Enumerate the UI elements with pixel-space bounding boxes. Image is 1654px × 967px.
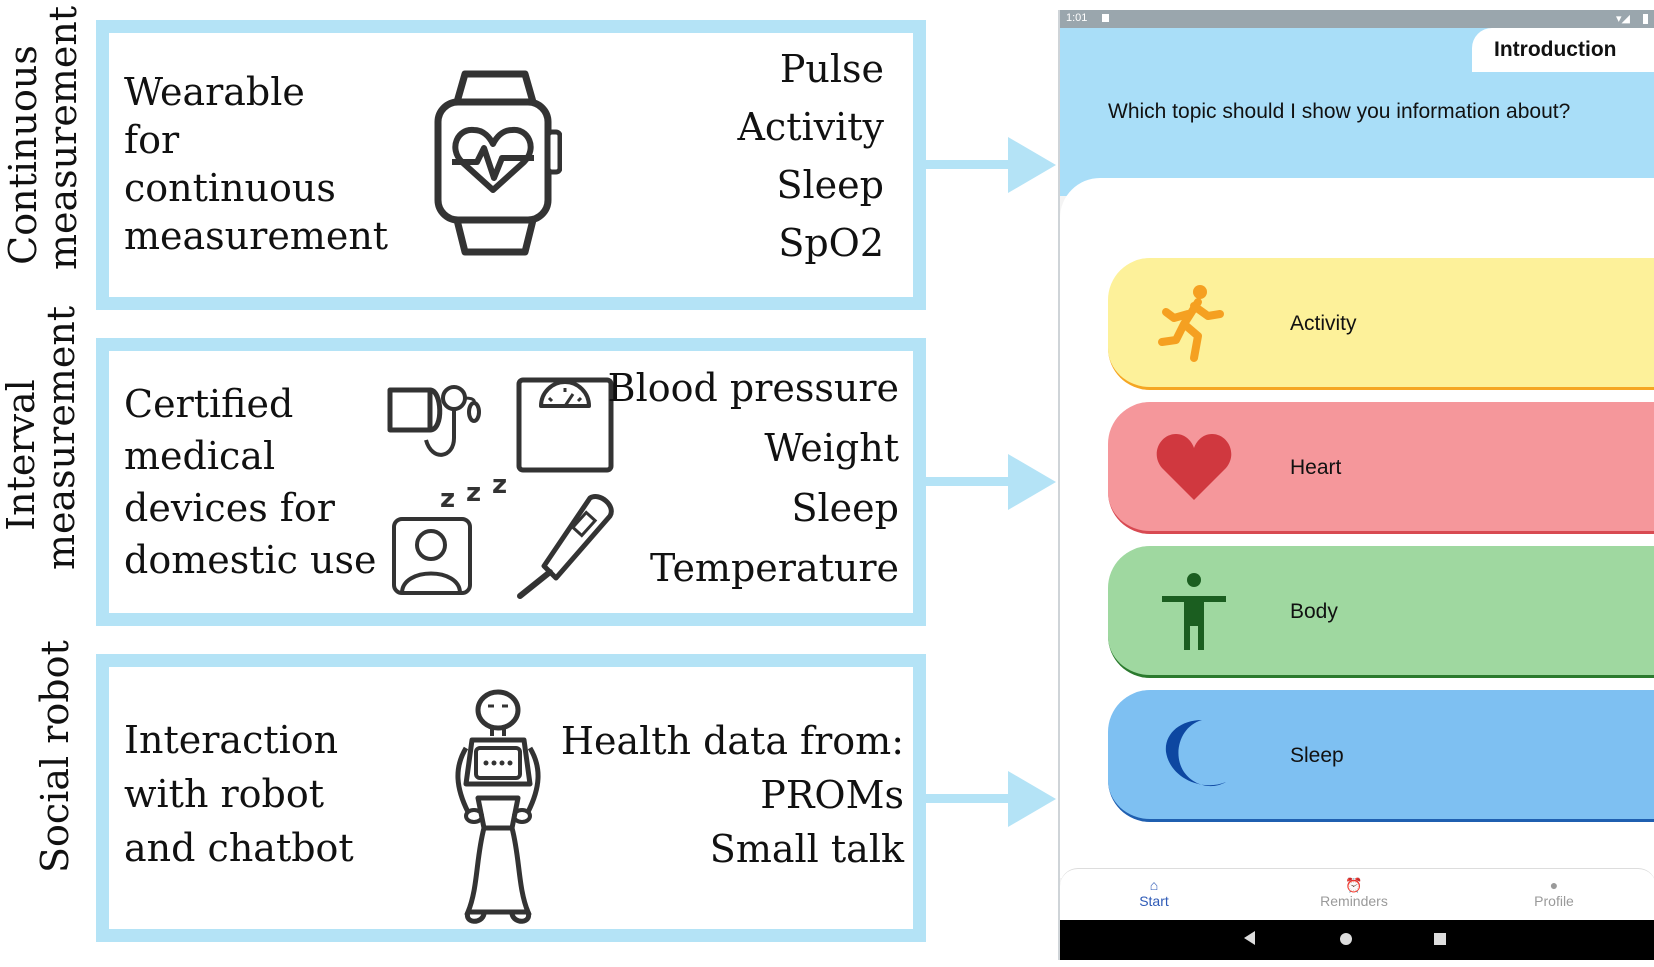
side-label-social: Social robot: [33, 640, 77, 873]
nav-label: Start: [1139, 893, 1169, 909]
svg-text:z: z: [492, 475, 507, 500]
card-body[interactable]: Body: [1108, 546, 1654, 678]
home-circle-icon[interactable]: [1340, 933, 1352, 945]
arrow-head-3: [1008, 771, 1056, 827]
text-line: medical: [124, 434, 276, 478]
person-icon: ●: [1549, 877, 1559, 893]
status-bar: 1:01 ▾◢: [1060, 10, 1654, 28]
text-line: continuous: [124, 166, 336, 210]
text-line: Activity: [737, 105, 884, 149]
text-line: domestic use: [124, 538, 377, 582]
side-label-line: Continuous: [1, 45, 45, 265]
text-line: Small talk: [709, 827, 904, 871]
text-line: Sleep: [791, 486, 900, 530]
battery-icon: [1643, 14, 1648, 24]
text-line: Blood pressure: [607, 366, 899, 410]
smartwatch-icon: [434, 70, 562, 256]
text-line: Wearable: [124, 70, 305, 114]
text-line: with robot: [124, 772, 325, 816]
card-label: Heart: [1290, 456, 1342, 479]
text-line: Weight: [764, 426, 899, 470]
box1-left-text: Wearable for continuous measurement: [124, 68, 388, 260]
card-sleep[interactable]: Sleep: [1108, 690, 1654, 822]
blood-pressure-monitor-icon: [387, 385, 481, 457]
svg-text:z: z: [466, 478, 481, 508]
text-line: Interaction: [124, 718, 339, 762]
svg-text:z: z: [440, 484, 455, 514]
back-icon[interactable]: [1244, 931, 1255, 945]
text-line: measurement: [124, 214, 389, 258]
arrow-shaft-1: [926, 160, 1010, 169]
status-time: 1:01: [1066, 12, 1088, 24]
tab-introduction[interactable]: Introduction: [1472, 28, 1654, 72]
running-person-icon: [1158, 285, 1224, 362]
text-line: Certified: [124, 382, 294, 426]
home-icon: ⌂: [1149, 877, 1159, 893]
arrow-head-2: [1008, 454, 1056, 510]
nav-label: Reminders: [1320, 893, 1388, 909]
card-label: Body: [1290, 600, 1338, 623]
card-heart[interactable]: Heart: [1108, 402, 1654, 534]
side-label-interval: Interval measurement: [0, 305, 83, 570]
side-label-continuous: Continuous measurement: [1, 5, 85, 270]
system-nav-bar: [1060, 920, 1654, 960]
text-line: SpO2: [778, 221, 884, 265]
card-label: Activity: [1290, 312, 1357, 335]
heart-icon: [1156, 434, 1232, 500]
box2-left-text: Certified medical devices for domestic u…: [124, 378, 376, 586]
moon-icon: [1165, 720, 1226, 787]
notification-icon: [1102, 14, 1109, 22]
side-label-line: Social robot: [33, 640, 77, 873]
robot-icon: [455, 689, 541, 924]
side-label-line: measurement: [41, 5, 85, 270]
text-line: Sleep: [776, 163, 885, 207]
alarm-icon: ⏰: [1345, 877, 1363, 893]
card-label: Sleep: [1290, 744, 1344, 767]
thermometer-icon: [517, 494, 614, 599]
arrow-head-1: [1008, 137, 1056, 193]
bottom-nav: ⌂ Start ⏰ Reminders ● Profile: [1060, 868, 1654, 929]
text-line: Health data from:: [560, 719, 904, 763]
box-continuous: [96, 20, 926, 310]
scale-icon: [516, 377, 614, 473]
box1-right-text: Pulse Activity Sleep SpO2: [737, 40, 884, 272]
box3-left-text: Interaction with robot and chatbot: [124, 713, 354, 875]
text-line: devices for: [124, 486, 335, 530]
body-icon: [1162, 573, 1226, 650]
nav-profile[interactable]: ● Profile: [1494, 877, 1614, 909]
question-text: Which topic should I show you informatio…: [1108, 100, 1571, 123]
box-interval: [96, 338, 926, 626]
nav-start[interactable]: ⌂ Start: [1094, 877, 1214, 909]
arrow-shaft-3: [926, 794, 1010, 803]
phone-screen: 1:01 ▾◢ Which topic should I show you in…: [1058, 10, 1654, 960]
text-line: Temperature: [650, 546, 899, 590]
nav-reminders[interactable]: ⏰ Reminders: [1294, 877, 1414, 909]
text-line: PROMs: [760, 773, 904, 817]
arrow-shaft-2: [926, 477, 1010, 486]
recents-icon[interactable]: [1434, 933, 1446, 945]
card-activity[interactable]: Activity: [1108, 258, 1654, 390]
side-label-line: measurement: [39, 305, 83, 570]
text-line: and chatbot: [124, 826, 354, 870]
side-label-line: Interval: [0, 379, 43, 531]
sleeping-person-icon: z z z: [392, 475, 507, 595]
box2-right-text: Blood pressure Weight Sleep Temperature: [608, 358, 899, 598]
nav-label: Profile: [1534, 893, 1574, 909]
wifi-icon: ▾◢: [1616, 13, 1630, 25]
box3-right-text: Health data from: PROMs Small talk: [561, 714, 904, 876]
text-line: for: [124, 118, 180, 162]
text-line: Pulse: [779, 47, 884, 91]
